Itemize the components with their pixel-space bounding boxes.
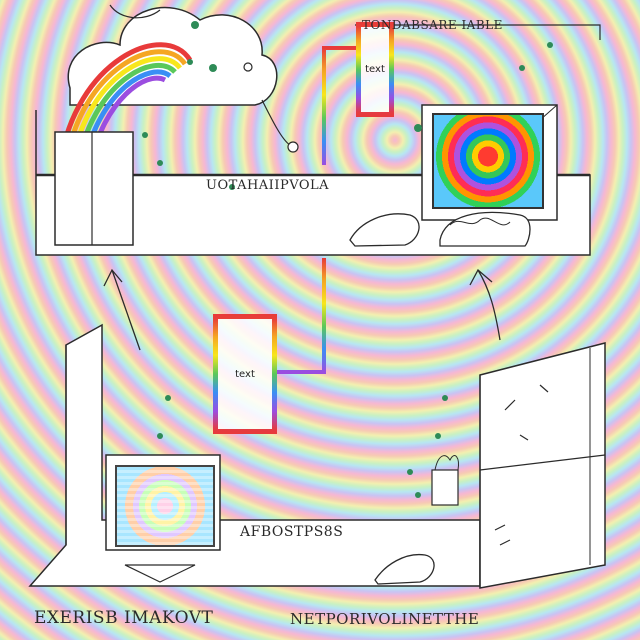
lower-text-box-label: text bbox=[235, 368, 255, 380]
upper-monitor-screen bbox=[432, 113, 544, 209]
cloud-face bbox=[109, 4, 161, 19]
upper-shelf-label: UOTAHAIIPVOLA bbox=[206, 178, 330, 193]
bottom-left-caption: EXERISB IMAKOVT bbox=[34, 608, 214, 628]
cup bbox=[431, 469, 459, 506]
upper-blob bbox=[349, 213, 420, 247]
green-dots bbox=[142, 21, 553, 498]
upper-text-box: text bbox=[356, 22, 394, 117]
rainbow-connectors bbox=[276, 46, 357, 374]
bottom-right-caption: NETPORIVOLINETTHE bbox=[290, 610, 480, 628]
arrow-up-right bbox=[469, 268, 501, 341]
lower-tray bbox=[124, 564, 196, 583]
arrow-up-left bbox=[103, 268, 141, 351]
lower-blob bbox=[374, 553, 435, 585]
upper-cabinet bbox=[54, 131, 134, 246]
lower-monitor-screen bbox=[115, 465, 215, 547]
fridge bbox=[479, 342, 606, 589]
lower-text-box: text bbox=[213, 314, 277, 434]
upper-text-box-label: text bbox=[365, 64, 385, 75]
top-right-header: TONDABSARE IABLE bbox=[362, 18, 503, 32]
lower-shelf-label: AFBOSTPS8S bbox=[240, 524, 344, 540]
upper-pile bbox=[439, 211, 531, 247]
